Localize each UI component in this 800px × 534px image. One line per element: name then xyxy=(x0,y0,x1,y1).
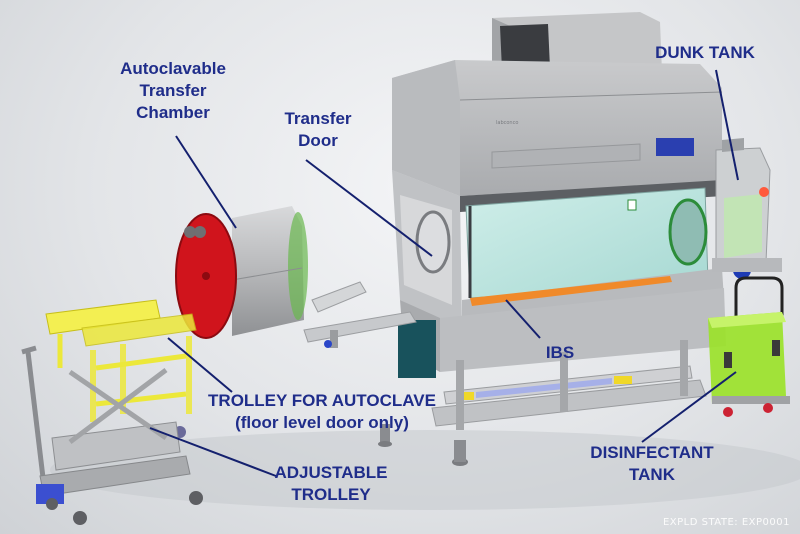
dunk-tank xyxy=(712,138,782,279)
leader-transfer-door xyxy=(305,159,433,257)
leader-autoclave-trolley xyxy=(167,337,233,393)
label-adjustable-trolley: ADJUSTABLE TROLLEY xyxy=(274,463,388,504)
label-autoclavable-transfer-chamber: Autoclavable Transfer Chamber xyxy=(120,59,226,122)
disinfectant-tank xyxy=(708,276,790,417)
leader-disinfectant-tank xyxy=(641,371,737,443)
transfer-chamber xyxy=(175,206,308,339)
svg-text:labconco: labconco xyxy=(496,120,518,126)
glove-port-right xyxy=(668,198,708,266)
adjustable-trolley xyxy=(21,345,203,525)
leader-ibs xyxy=(505,299,541,339)
label-disinfectant-tank: DISINFECTANT TANK xyxy=(590,443,714,484)
floor-shadow xyxy=(50,430,800,510)
leader-dunk-tank xyxy=(715,69,739,181)
label-ibs: IBS xyxy=(545,343,575,362)
label-trolley-for-autoclave: TROLLEY FOR AUTOCLAVE (floor level door … xyxy=(208,391,436,432)
control-panel xyxy=(656,138,694,156)
leader-adjustable-trolley xyxy=(149,427,277,477)
service-module xyxy=(398,320,436,378)
transfer-door-port xyxy=(415,210,451,274)
expld-state-stamp: EXPLD STATE: EXP0001 xyxy=(662,517,790,528)
label-dunk-tank: DUNK TANK xyxy=(655,43,755,62)
ibs-cabinet: labconco xyxy=(378,12,726,466)
label-transfer-door: Transfer Door xyxy=(284,109,352,150)
leader-lines xyxy=(149,69,739,477)
autoclave-trolley xyxy=(45,299,197,446)
leader-transfer-chamber xyxy=(175,135,237,229)
transfer-rail xyxy=(303,281,417,348)
ibs-work-strip xyxy=(470,276,672,306)
